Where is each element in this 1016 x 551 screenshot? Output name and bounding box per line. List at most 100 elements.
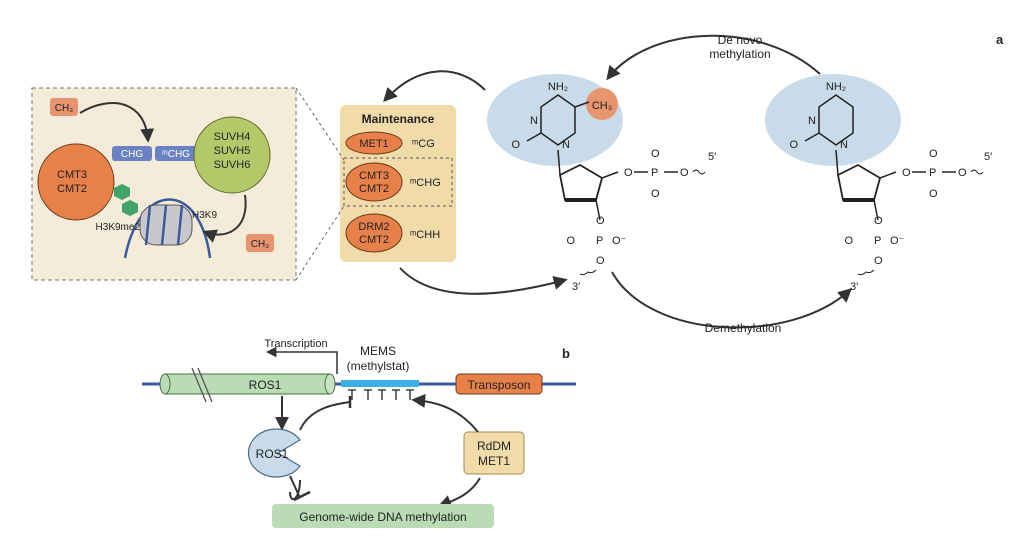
- ros1-protein-label: ROS1: [256, 447, 289, 461]
- genome-wide-label: Genome-wide DNA methylation: [299, 510, 466, 524]
- h3k9me2-mark-2: [122, 200, 138, 216]
- de-novo-label-line2: methylation: [709, 47, 770, 61]
- maintenance-title: Maintenance: [362, 112, 435, 126]
- cmt2-drm-label: CMT2: [359, 234, 389, 246]
- ester-o-4-right: O: [874, 255, 883, 267]
- h3k9me2-label: H3K9me2: [96, 222, 141, 233]
- zoom-line-top: [295, 87, 345, 161]
- phosphate-p-2-right: P: [874, 235, 881, 247]
- rddm-to-mems-arrow: [411, 393, 479, 433]
- amine-label-right: NH₂: [826, 81, 846, 93]
- methylstat-label: (methylstat): [347, 359, 410, 373]
- ester-o-2: O: [680, 167, 689, 179]
- rddm-met1-box: [463, 431, 525, 475]
- suvh6-label: SUVH6: [214, 159, 251, 171]
- ros1-gene-label: ROS1: [249, 378, 282, 392]
- to-maintenance-arrow: [383, 70, 486, 103]
- ester-o-4: O: [596, 255, 605, 267]
- mchg-label: ᵐCHG: [410, 177, 441, 189]
- unmethylated-nucleotide: NH₂ N N O O P O O O 5′ O O P O⁻ O 3′: [765, 74, 992, 293]
- suvh-to-h3k9-arrow: [202, 194, 247, 243]
- phosphate-o-top-right: O: [929, 148, 938, 160]
- met1-enzyme: [345, 131, 403, 155]
- met1-b-label: MET1: [478, 454, 510, 468]
- methyl-transfer-arrow: [79, 102, 155, 143]
- rddm-label: RdDM: [477, 439, 511, 453]
- ring-n1: N: [530, 115, 538, 127]
- de-novo-arrow: [606, 34, 821, 81]
- five-prime-label: 5′: [708, 151, 716, 163]
- amine-label: NH₂: [548, 81, 568, 93]
- phosphate-p-1: P: [651, 167, 658, 179]
- phosphate-o-left: O: [566, 235, 575, 247]
- ring-n2: N: [562, 139, 570, 151]
- maintenance-box: Maintenance MET1 ᵐCG CMT3 CMT2 ᵐCHG DRM2…: [340, 105, 456, 262]
- phosphate-o-minus: O⁻: [612, 235, 627, 247]
- three-prime-label: 3′: [572, 281, 580, 293]
- ch3-label-top: CH₃: [55, 103, 74, 114]
- cmt3-label: CMT3: [359, 170, 389, 182]
- de-novo-label-line1: De novo: [718, 33, 763, 47]
- methyl-marks: [348, 389, 414, 400]
- suvh5-label: SUVH5: [214, 145, 251, 157]
- five-prime-label-right: 5′: [984, 151, 992, 163]
- mchg-dashed-group: [343, 157, 453, 207]
- methyl-group-label: CH₃: [592, 100, 612, 112]
- phosphate-p-2: P: [596, 235, 603, 247]
- methylated-nucleotide: CH₃ NH₂ N N O O P O O O 5′ O O P O⁻ O 3′: [487, 74, 716, 293]
- transposon-box: [455, 373, 543, 395]
- transposon-label: Transposon: [468, 378, 531, 392]
- demethylation-arrow: [611, 271, 853, 329]
- heterochromatin-inset: CH₃ CMT3 CMT2 CHG ᵐCHG SUVH4 SUVH5 SUVH6…: [31, 87, 297, 281]
- unmethylated-base-bubble: [765, 74, 901, 166]
- mems-label: MEMS: [360, 344, 396, 358]
- zoom-line-bottom: [295, 205, 345, 281]
- carbonyl-o: O: [511, 139, 520, 151]
- rddm-to-genome-arrow: [437, 477, 481, 509]
- met1-label: MET1: [359, 138, 388, 150]
- methyl-group-highlight: [586, 88, 618, 120]
- cmt2-label: CMT2: [359, 183, 389, 195]
- phosphate-o-left-right: O: [844, 235, 853, 247]
- mcg-label: ᵐCG: [412, 138, 435, 150]
- carbonyl-o-right: O: [789, 139, 798, 151]
- suvh4-label: SUVH4: [214, 131, 251, 143]
- ros1-gene: ROS1: [159, 367, 336, 403]
- drm2-label: DRM2: [358, 221, 389, 233]
- suvh-blob: [193, 116, 271, 194]
- demethylation-label: Demethylation: [705, 321, 782, 335]
- mchh-label: ᵐCHH: [410, 229, 440, 241]
- mchg-tag: [155, 146, 197, 161]
- three-prime-label-right: 3′: [850, 281, 858, 293]
- transcription-arrow: [265, 346, 338, 374]
- ros1-protein: [247, 428, 301, 478]
- ester-o-1: O: [624, 167, 633, 179]
- ester-o-1-right: O: [902, 167, 911, 179]
- genome-wide-box: [272, 504, 494, 528]
- phosphate-o-bottom: O: [651, 188, 660, 200]
- cmt-enzyme: [345, 162, 403, 202]
- drm-enzyme: [345, 213, 403, 253]
- ros1-inhibit-mems: [299, 401, 351, 431]
- ester-o-3-right: O: [874, 215, 883, 227]
- panel-b-label: b: [562, 346, 570, 361]
- transcription-label: Transcription: [264, 338, 327, 350]
- mems-bar: [341, 380, 419, 387]
- chg-tag: [112, 146, 152, 161]
- ch3-label-bottom: CH₃: [251, 239, 270, 250]
- ring-n1-right: N: [808, 115, 816, 127]
- phosphate-o-bottom-right: O: [929, 188, 938, 200]
- inset-cmt2-label: CMT2: [57, 183, 87, 195]
- panel-a-label: a: [996, 32, 1004, 47]
- phosphate-o-minus-right: O⁻: [890, 235, 905, 247]
- h3k9me2-mark-1: [114, 184, 130, 200]
- chg-tag-label: CHG: [121, 149, 143, 160]
- ester-o-3: O: [596, 215, 605, 227]
- h3k9-label: H3K9: [192, 210, 217, 221]
- phosphate-o-top: O: [651, 148, 660, 160]
- ch3-tag-bottom: [246, 234, 274, 252]
- cmt-blob: [37, 143, 115, 221]
- ester-o-2-right: O: [958, 167, 967, 179]
